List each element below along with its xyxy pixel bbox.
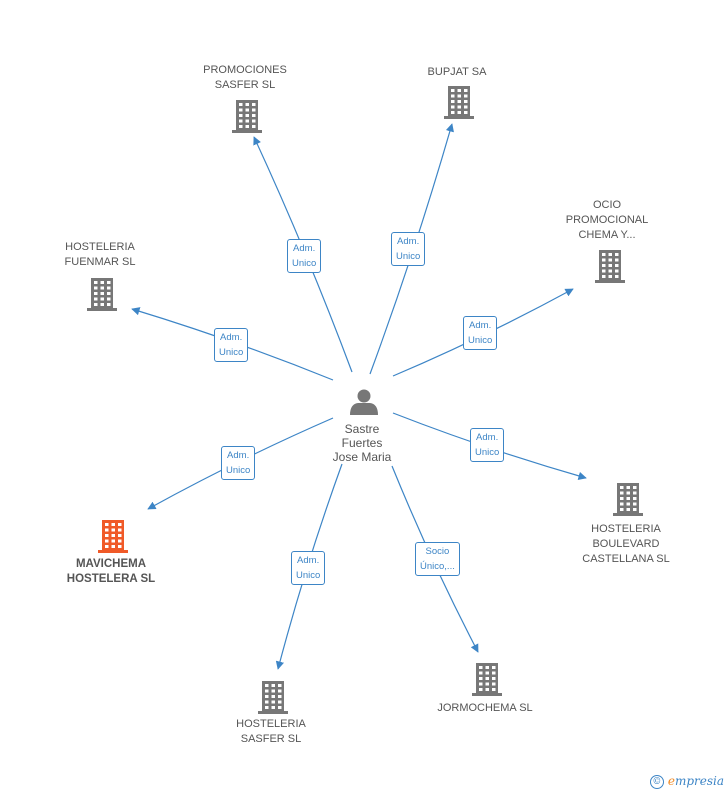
company-name-boulevard[interactable]: HOSTELERIA BOULEVARD CASTELLANA SL	[582, 522, 670, 565]
relation-label-promociones[interactable]: Adm. Unico	[287, 239, 322, 273]
building-icon-ocio	[595, 250, 625, 283]
company-name-bupjat[interactable]: BUPJAT SA	[427, 65, 487, 78]
company-name-sasfer[interactable]: HOSTELERIA SASFER SL	[236, 718, 306, 745]
company-name-fuenmar[interactable]: HOSTELERIA FUENMAR SL	[64, 241, 136, 268]
company-name-ocio[interactable]: OCIO PROMOCIONAL CHEMA Y...	[565, 198, 649, 241]
building-icon-mavichema	[98, 520, 128, 553]
relation-label-sasfer[interactable]: Adm. Unico	[291, 551, 326, 585]
relation-label-ocio[interactable]: Adm. Unico	[463, 316, 498, 350]
building-icon-promociones	[232, 100, 262, 133]
relation-label-bupjat[interactable]: Adm. Unico	[391, 232, 426, 266]
relation-label-jormochema[interactable]: Socio Único,...	[415, 542, 460, 576]
relation-label-boulevard[interactable]: Adm. Unico	[470, 428, 505, 462]
person-name[interactable]: Sastre Fuertes Jose Maria	[332, 422, 392, 464]
company-name-promociones[interactable]: PROMOCIONES SASFER SL	[203, 64, 287, 91]
building-icon-bupjat	[444, 86, 474, 119]
relation-label-fuenmar[interactable]: Adm. Unico	[214, 328, 249, 362]
company-name-mavichema[interactable]: MAVICHEMA HOSTELERA SL	[66, 558, 156, 585]
building-icon-boulevard	[613, 483, 643, 516]
person-icon	[350, 389, 378, 415]
copyright-icon: ©	[649, 775, 664, 789]
building-icon-jormochema	[472, 663, 502, 696]
icons	[87, 86, 643, 714]
company-name-jormochema[interactable]: JORMOCHEMA SL	[437, 701, 533, 714]
building-icon-fuenmar	[87, 278, 117, 311]
building-icon-sasfer	[258, 681, 288, 714]
relation-label-mavichema[interactable]: Adm. Unico	[221, 446, 256, 480]
brand-logo: ©empresia	[649, 774, 724, 789]
